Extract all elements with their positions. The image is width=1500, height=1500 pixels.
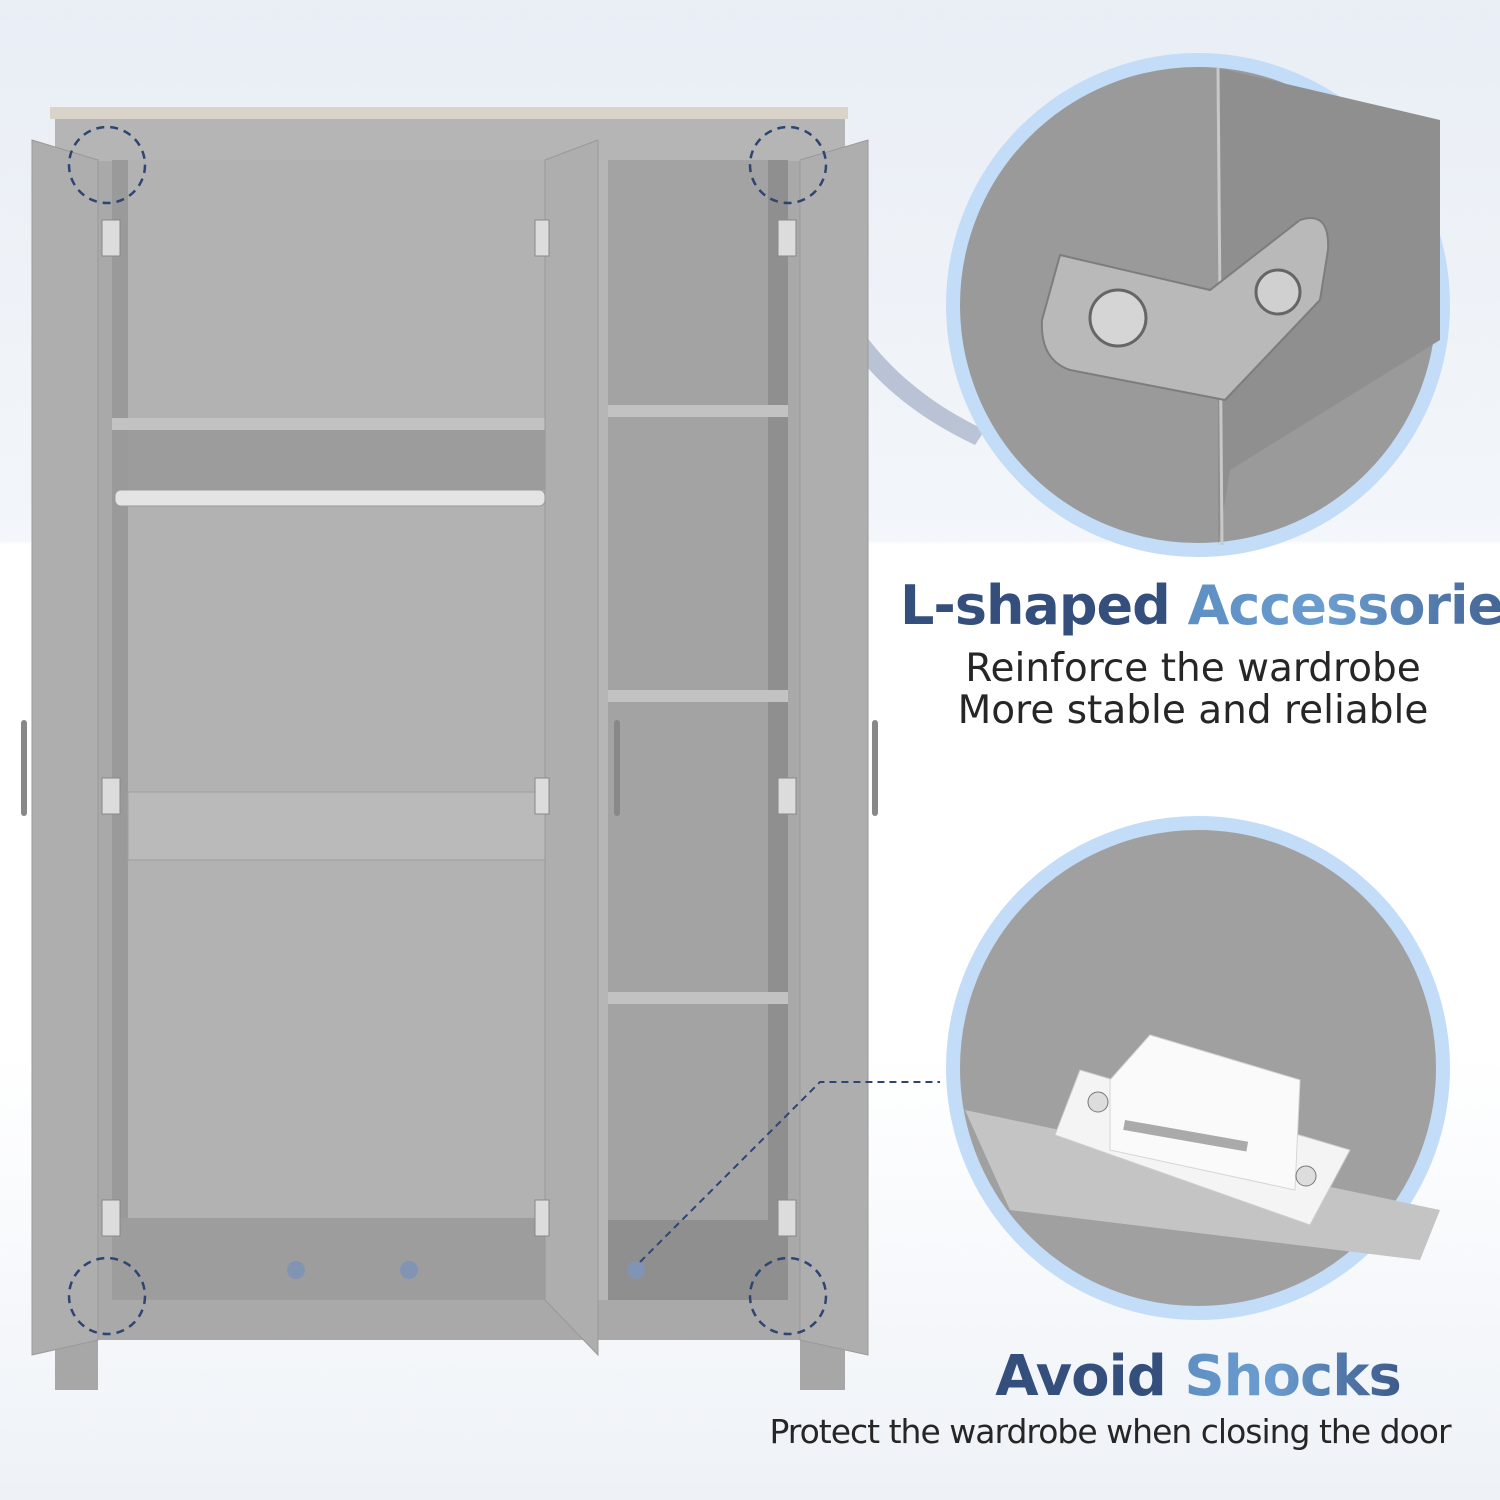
door-handle <box>872 720 878 816</box>
l-bracket-closeup <box>946 53 1450 557</box>
highlight-circles <box>67 125 828 1336</box>
middle-door <box>544 139 599 1357</box>
feature-1-title: L-shaped Accessories <box>900 574 1500 637</box>
feature-2-title-part2: Shocks <box>1184 1344 1401 1409</box>
feature-1-line2: More stable and reliable <box>957 688 1429 733</box>
hinges <box>101 219 797 1237</box>
hanging-rod <box>114 489 546 507</box>
right-door <box>799 139 869 1356</box>
feature-2-title-part1: Avoid <box>995 1344 1167 1409</box>
shelf <box>112 418 545 430</box>
shelf <box>608 690 788 702</box>
feature-2-description: Protect the wardrobe when closing the do… <box>769 1412 1451 1451</box>
shelf <box>608 405 788 417</box>
feature-2-title: Avoid Shocks <box>900 1344 1496 1409</box>
feature-1-line1: Reinforce the wardrobe <box>965 646 1421 691</box>
feature-1-description: Reinforce the wardrobe More stable and r… <box>900 648 1486 732</box>
left-door <box>31 139 99 1356</box>
feature-1-title-part2: Accessories <box>1188 574 1500 637</box>
door-handle <box>21 720 27 816</box>
wood-top <box>50 107 848 119</box>
floor <box>112 1218 545 1300</box>
shelf <box>608 992 788 1004</box>
feature-1-title-part1: L-shaped <box>900 574 1171 637</box>
callout-dashed-line <box>639 1081 940 1263</box>
magnetic-catch-closeup <box>946 816 1450 1320</box>
door-handle <box>614 720 620 816</box>
